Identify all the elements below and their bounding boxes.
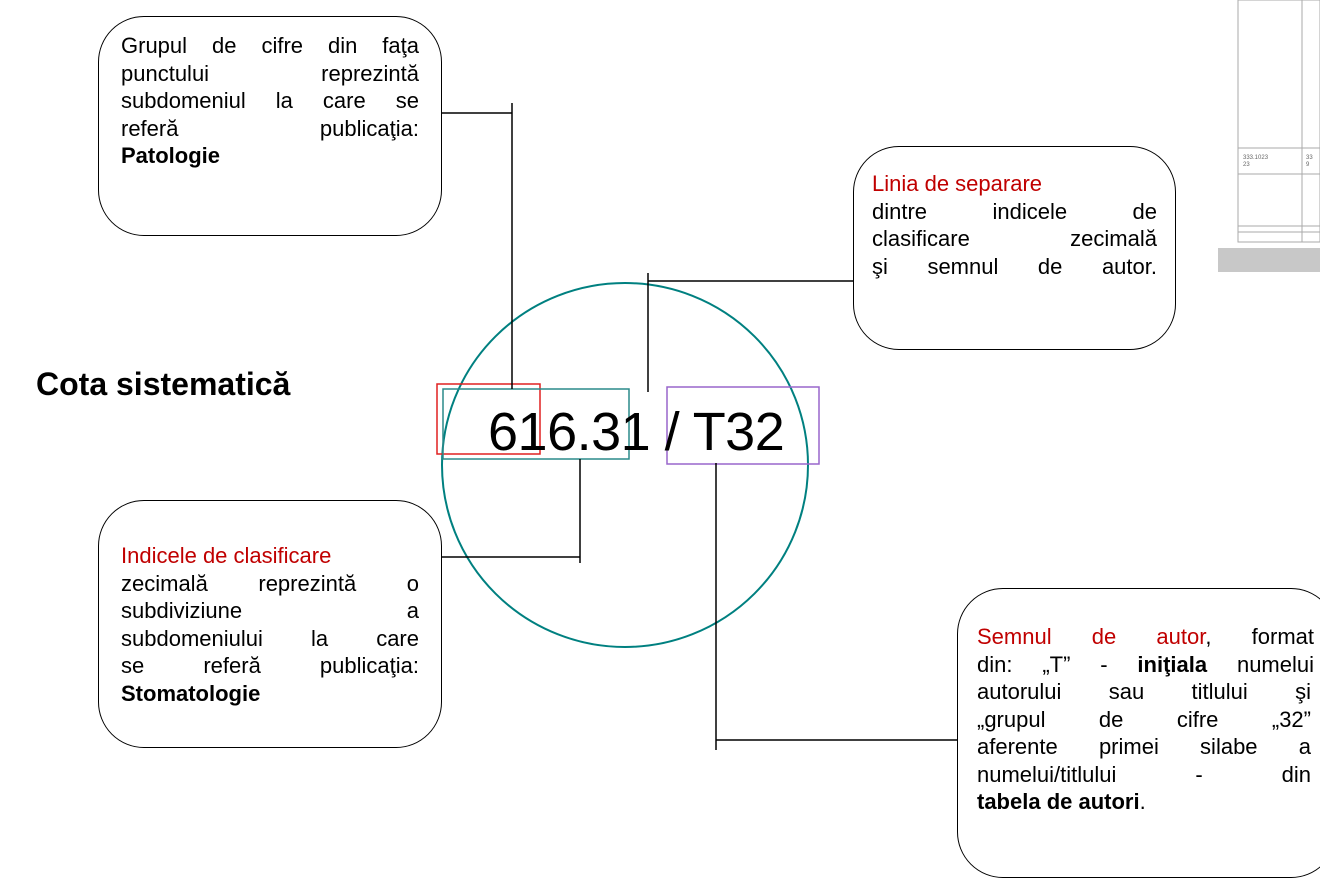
- subdomain-highlight-rect: [436, 383, 541, 455]
- separator-highlight: Linia de separare: [872, 171, 1043, 196]
- author-sign-highlight-rect: [666, 386, 820, 465]
- subdomain-term: Patologie: [121, 143, 221, 168]
- subdomain-line-4: referă publicaţia:: [121, 115, 419, 141]
- decimal-index-line-5: se referă publicaţia:: [121, 653, 419, 678]
- separator-callout: Linia de separare dintre indicele de cla…: [853, 146, 1176, 350]
- classification-code: 616.31 / T32: [488, 402, 785, 462]
- decimal-index-line-4: subdomeniului la care: [121, 625, 419, 651]
- decimal-index-line-3: subdiviziune a: [121, 598, 419, 623]
- focus-circle: [441, 282, 809, 648]
- author-sign-callout: Semnul de autor, format din: „T” - iniţi…: [957, 588, 1320, 878]
- decimal-index-term: Stomatologie: [121, 680, 261, 706]
- decimal-index-highlight-rect: [442, 388, 630, 460]
- decimal-index-highlight: Indicele de clasificare: [121, 543, 332, 568]
- subdomain-line-1: Grupul de cifre din faţa: [121, 33, 419, 58]
- page-title: Cota sistematică: [36, 366, 291, 402]
- separator-line-4: şi semnul de autor.: [872, 253, 1157, 279]
- subdomain-line-2: punctului reprezintă: [121, 60, 419, 86]
- decimal-index-callout: Indicele de clasificare zecimală reprezi…: [98, 500, 442, 748]
- library-shelf-image: 333.1023 23 33 9: [1218, 0, 1320, 272]
- shelf-label-1: 333.1023: [1243, 155, 1269, 161]
- subdomain-line-3: subdomeniul la care se: [121, 88, 419, 113]
- author-sign-line-7: tabela de autori.: [977, 789, 1146, 814]
- author-sign-line-5: aferente primei silabe a: [977, 734, 1311, 759]
- separator-line-2: dintre indicele de: [872, 198, 1157, 224]
- shelf-label-2: 33: [1306, 155, 1313, 161]
- author-sign-line-4: „grupul de cifre „32”: [977, 706, 1311, 732]
- author-sign-line-2: din: „T” - iniţiala numelui: [977, 651, 1314, 677]
- author-sign-line-3: autorului sau titlului şi: [977, 679, 1311, 704]
- svg-text:23: 23: [1243, 162, 1250, 168]
- svg-text:9: 9: [1306, 162, 1310, 168]
- author-sign-line-1: Semnul de autor, format: [977, 624, 1314, 649]
- author-sign-line-6: numelui/titlului - din: [977, 761, 1311, 787]
- subdomain-callout: Grupul de cifre din faţa punctului repre…: [98, 16, 442, 236]
- separator-line-3: clasificare zecimală: [872, 226, 1157, 251]
- decimal-index-line-2: zecimală reprezintă o: [121, 570, 419, 596]
